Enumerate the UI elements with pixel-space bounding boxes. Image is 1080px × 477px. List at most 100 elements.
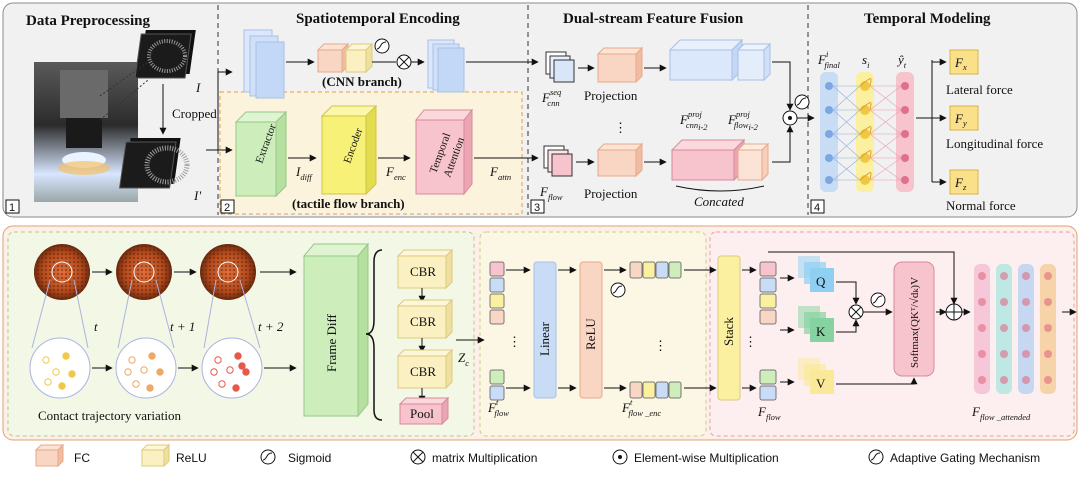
attended-node xyxy=(1000,350,1008,358)
brace xyxy=(365,249,383,421)
lstm-recurrent-link xyxy=(859,150,872,159)
lstm-recurrent-link xyxy=(859,78,872,87)
image-stack-cropped xyxy=(119,138,190,189)
svg-text:Frame Diff: Frame Diff xyxy=(324,313,339,372)
arrow xyxy=(772,125,794,163)
vector-cell xyxy=(489,369,505,385)
svg-text:Fx: Fx xyxy=(954,55,967,72)
contact-dot xyxy=(146,384,154,392)
extractor-block: Extractor xyxy=(234,110,288,198)
legend-adaptive: Adaptive Gating Mechanism xyxy=(868,449,1040,465)
concated-label: Concated xyxy=(694,194,744,209)
lstm-recurrent-link xyxy=(859,102,872,111)
vector-cell xyxy=(489,277,505,293)
fcnn-seq-stack xyxy=(545,51,575,83)
stage1-number: 1 xyxy=(5,199,20,214)
contact-dot xyxy=(214,356,222,364)
attended-node xyxy=(1044,298,1052,306)
arrow xyxy=(772,61,794,111)
contact-dots xyxy=(42,352,250,392)
lstm-link xyxy=(832,109,861,135)
stage2-title: Spatiotemporal Encoding xyxy=(296,11,460,27)
idiff-label: Idiff xyxy=(295,164,313,182)
lstm-link xyxy=(832,85,861,111)
svg-text:Stack: Stack xyxy=(721,317,736,346)
frame-t-label: t xyxy=(94,319,98,334)
cbr-block-3: CBR xyxy=(396,348,454,390)
attended-node xyxy=(978,350,986,358)
linear-block: Linear xyxy=(533,261,557,399)
contact-trajectory-label: Contact trajectory variation xyxy=(38,408,181,423)
encoder-block: Encoder xyxy=(320,104,378,196)
f-flow-label: Fflow xyxy=(757,404,781,422)
vdots-1: ⋮ xyxy=(508,334,521,349)
softmax-block: Softmax(QKᵀ/√dₖ)V xyxy=(893,261,935,377)
attended-node xyxy=(1022,376,1030,384)
legend-matmul: matrix Multiplication xyxy=(410,449,537,465)
attended-node xyxy=(1022,350,1030,358)
stage1-title: Data Preprocessing xyxy=(26,13,151,29)
lstm-output-node xyxy=(901,130,909,138)
attended-node xyxy=(1000,376,1008,384)
fy-output: Fy xyxy=(949,105,979,131)
svg-text:ReLU: ReLU xyxy=(176,451,207,465)
stacked-vector xyxy=(759,261,777,401)
contact-dot xyxy=(58,382,66,390)
stage3-title: Dual-stream Feature Fusion xyxy=(563,11,744,27)
vector-cell xyxy=(759,309,777,325)
relu-layer-block: ReLU xyxy=(579,261,603,399)
fflow-stack xyxy=(543,145,573,177)
vector-cell xyxy=(629,261,643,279)
vector-cell xyxy=(668,381,682,399)
yt-label: ŷt xyxy=(896,52,907,70)
svg-text:CBR: CBR xyxy=(410,364,436,379)
attended-node xyxy=(1022,272,1030,280)
stage2-number: 2 xyxy=(220,199,235,214)
frame-t2-label: t + 2 xyxy=(258,319,284,334)
cnn-encoder-stack xyxy=(243,29,285,99)
longitudinal-force-label: Longitudinal force xyxy=(946,136,1043,151)
svg-text:Fy: Fy xyxy=(954,111,967,128)
lstm-output-node xyxy=(901,154,909,162)
contact-dot xyxy=(44,378,52,386)
lateral-force-label: Lateral force xyxy=(946,82,1013,97)
fenc-label: Fenc xyxy=(385,164,406,182)
lstm-network xyxy=(820,72,914,192)
contact-dot xyxy=(140,366,148,374)
attended-node xyxy=(1022,324,1030,332)
fx-output: Fx xyxy=(949,49,979,75)
concat-brace xyxy=(675,185,765,192)
image-stack-full xyxy=(134,30,196,79)
pool-block: Pool xyxy=(398,396,450,426)
attended-node xyxy=(1044,272,1052,280)
lstm-link xyxy=(832,133,861,159)
contact-dot xyxy=(226,366,234,374)
attended-node xyxy=(1000,298,1008,306)
lstm-input-node xyxy=(825,106,833,114)
contact-dot xyxy=(68,370,76,378)
vector-cell xyxy=(655,381,669,399)
svg-text:Softmax(QKᵀ/√dₖ)V: Softmax(QKᵀ/√dₖ)V xyxy=(909,277,921,368)
projection-bottom-block xyxy=(596,142,644,178)
vector-cell xyxy=(489,385,505,401)
svg-text:CBR: CBR xyxy=(410,264,436,279)
stage3-vdots: ⋮ xyxy=(614,120,627,135)
stage3-number: 3 xyxy=(530,199,545,214)
svg-text:3: 3 xyxy=(534,202,540,214)
contact-dot xyxy=(62,352,70,360)
svg-text:4: 4 xyxy=(814,202,820,214)
lstm-input-node xyxy=(825,154,833,162)
legend-relu: ReLU xyxy=(140,443,207,468)
vector-cell xyxy=(759,277,777,293)
lstm-link xyxy=(869,109,902,135)
contact-dot xyxy=(128,356,136,364)
svg-text:ReLU: ReLU xyxy=(583,318,598,350)
value-block: V xyxy=(798,358,834,394)
lstm-link xyxy=(869,157,902,181)
cbr-block-1: CBR xyxy=(396,248,454,290)
